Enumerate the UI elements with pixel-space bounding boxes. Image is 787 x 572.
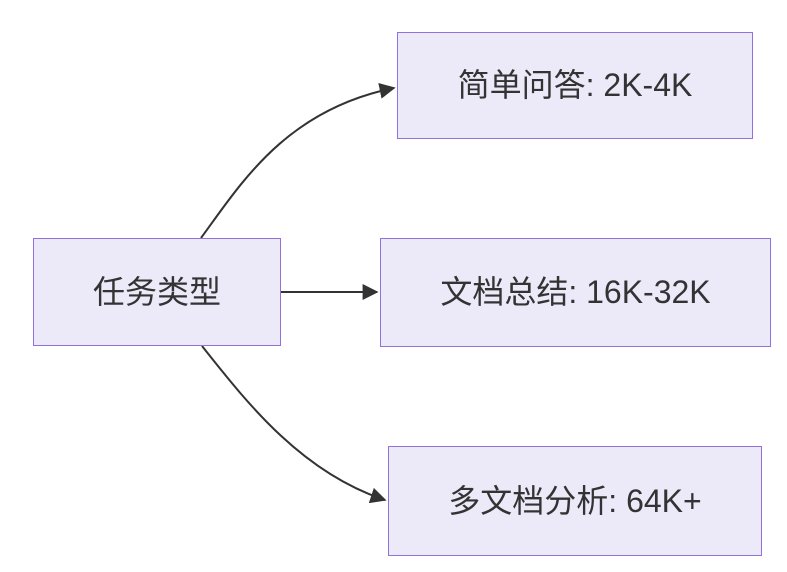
edge-root-to-simple-qa: [200, 83, 396, 239]
node-doc-summary: 文档总结: 16K-32K: [380, 238, 771, 347]
node-task-type: 任务类型: [33, 238, 281, 346]
edge-root-to-multi-doc: [201, 345, 387, 504]
node-simple-qa: 简单问答: 2K-4K: [397, 32, 753, 139]
node-multi-doc-analysis-label: 多文档分析: 64K+: [448, 482, 702, 519]
node-multi-doc-analysis: 多文档分析: 64K+: [388, 446, 762, 556]
node-doc-summary-label: 文档总结: 16K-32K: [440, 274, 711, 311]
node-simple-qa-label: 简单问答: 2K-4K: [457, 67, 693, 104]
node-task-type-label: 任务类型: [92, 273, 221, 310]
